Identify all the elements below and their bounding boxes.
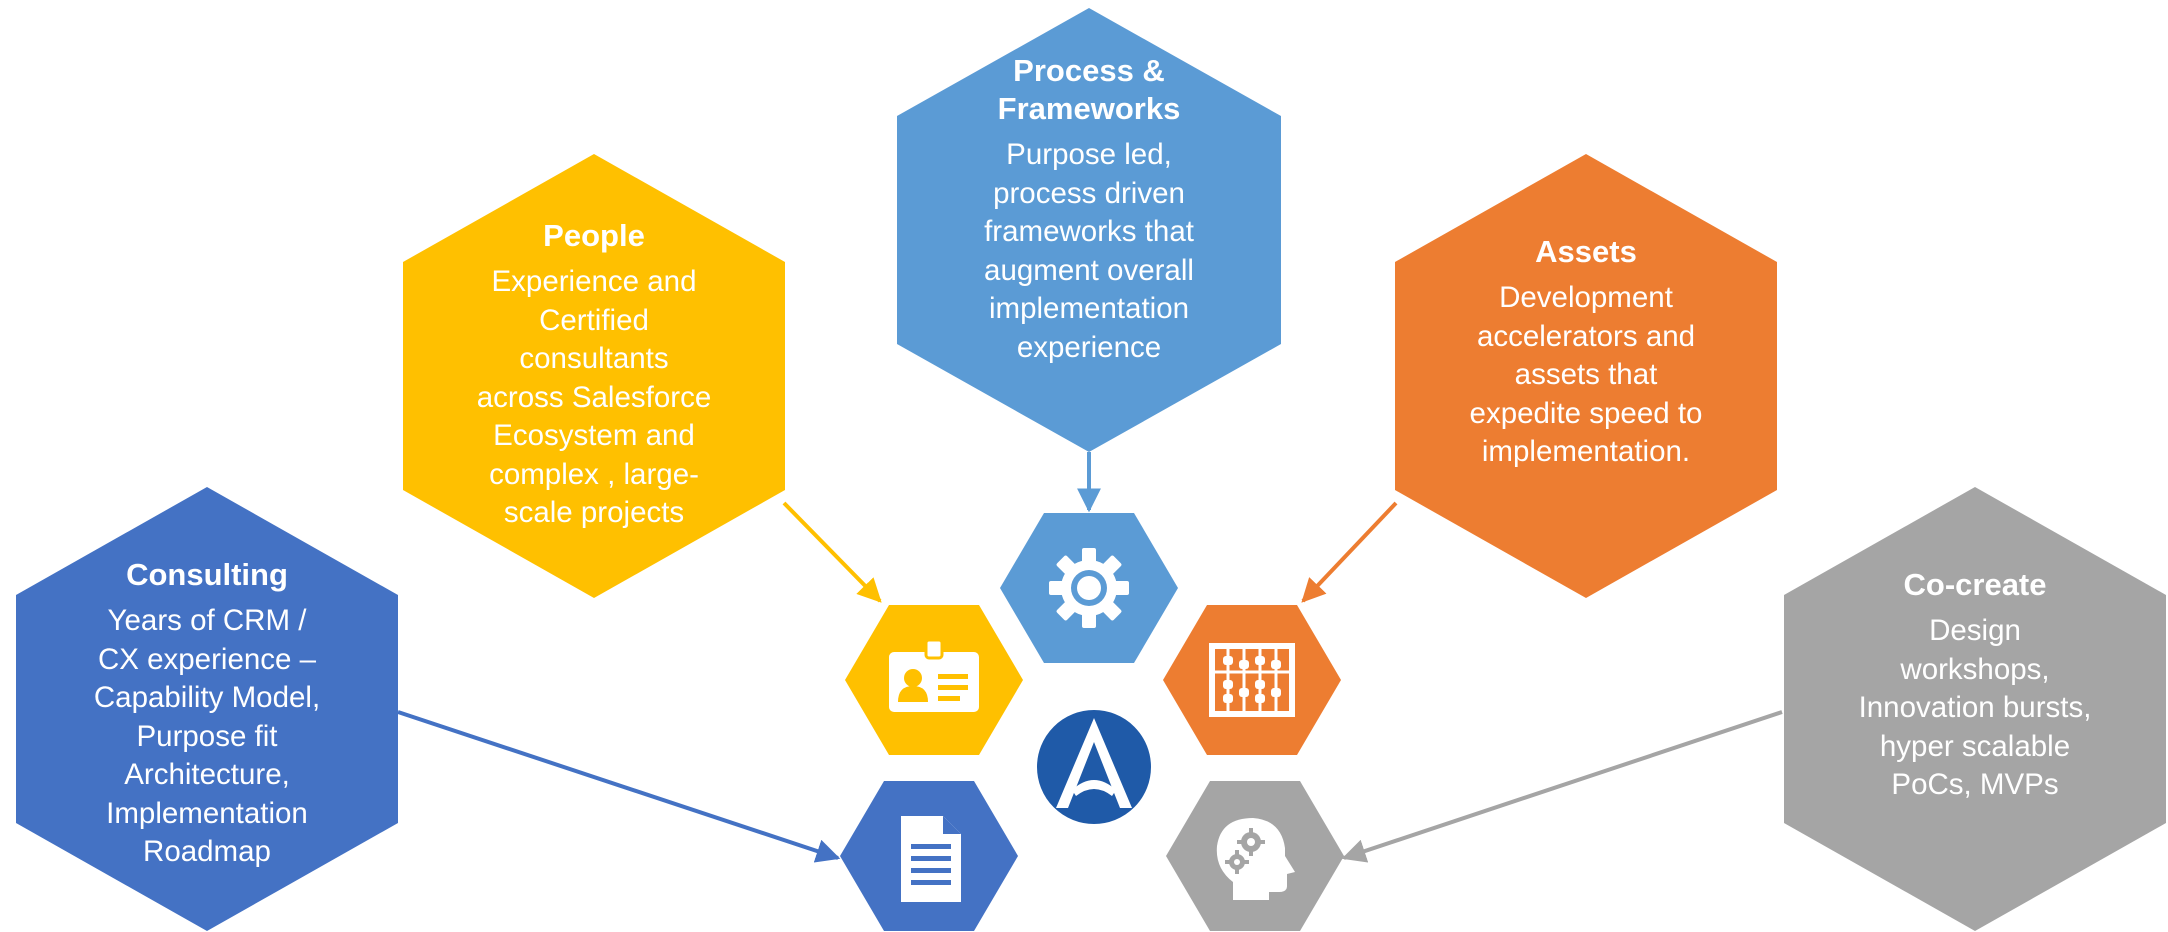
- head-gears-icon: [1216, 818, 1295, 900]
- body-line: implementation: [988, 292, 1190, 325]
- cocreate-text: Co-create Design workshops, Innovation bur…: [1805, 566, 2145, 805]
- assets-body: Development accelerators and assets that ex…: [1425, 279, 1747, 472]
- consulting-hexagon: [16, 487, 398, 931]
- body-line: Roadmap: [143, 835, 271, 868]
- consulting-body: Years of CRM / CX experience – Capability …: [45, 602, 369, 872]
- assets-text: Assets Development accelerators and assets…: [1425, 233, 1747, 472]
- body-line: across Salesforce: [476, 380, 712, 414]
- assets-icon-hexagon: [1163, 605, 1341, 755]
- people-title: People: [543, 218, 645, 253]
- id-badge-icon: [889, 638, 979, 712]
- body-line: Purpose led,: [1006, 138, 1172, 171]
- body-line: Ecosystem and: [493, 419, 695, 452]
- body-line: assets that: [1514, 358, 1658, 391]
- body-line: implementation.: [1481, 435, 1691, 468]
- body-line: experience: [1016, 330, 1162, 364]
- body-line: Certified: [539, 303, 649, 337]
- assets-title: Assets: [1535, 234, 1637, 269]
- body-line: workshops,: [1900, 652, 2050, 686]
- body-line: Innovation bursts,: [1858, 691, 2092, 724]
- process-text: Process & Frameworks Purpose led, process…: [930, 52, 1248, 367]
- body-line: complex , large-: [489, 457, 699, 491]
- body-line: Years of CRM /: [107, 604, 307, 637]
- process-hexagon: [897, 8, 1281, 452]
- body-line: expedite speed to: [1469, 396, 1703, 430]
- body-line: PoCs, MVPs: [1891, 768, 2059, 801]
- abacus-icon: [1209, 643, 1295, 717]
- cocreate-title: Co-create: [1903, 567, 2047, 602]
- process-title-line: Process &: [1013, 53, 1165, 88]
- body-line: scale projects: [503, 496, 685, 529]
- consulting-connector-arrow: [397, 710, 841, 863]
- body-line: hyper scalable: [1879, 729, 2071, 763]
- body-line: Capability Model,: [93, 681, 321, 714]
- cocreate-body: Design workshops, Innovation bursts, hyper …: [1805, 612, 2145, 805]
- consulting-text: Consulting Years of CRM / CX experience –…: [45, 556, 369, 872]
- consulting-title: Consulting: [126, 557, 288, 592]
- body-line: Architecture,: [124, 758, 290, 791]
- process-title-line: Frameworks: [997, 91, 1181, 126]
- body-line: consultants: [519, 342, 669, 375]
- assets-connector-arrow: [1301, 501, 1398, 603]
- assets-hexagon: [1395, 154, 1777, 598]
- body-line: frameworks that: [984, 215, 1194, 248]
- body-line: Development: [1499, 281, 1673, 314]
- people-connector-arrow: [782, 501, 882, 603]
- body-line: Design: [1929, 614, 2021, 647]
- process-title: Process & Frameworks: [930, 52, 1248, 128]
- cocreate-connector-arrow: [1341, 710, 1783, 863]
- gear-icon: [1049, 548, 1129, 628]
- document-icon: [901, 816, 961, 902]
- body-line: augment overall: [984, 253, 1194, 287]
- body-line: Purpose fit: [136, 719, 278, 753]
- body-line: process driven: [993, 176, 1185, 210]
- body-line: Implementation: [106, 796, 308, 830]
- process-body: Purpose led, process driven frameworks tha…: [930, 136, 1248, 367]
- people-hexagon: [403, 154, 785, 598]
- a-logo-icon: [1035, 708, 1153, 826]
- body-line: CX experience –: [97, 642, 317, 676]
- cocreate-hexagon: [1784, 487, 2166, 931]
- body-line: Experience and: [491, 265, 697, 298]
- body-line: accelerators and: [1476, 319, 1696, 353]
